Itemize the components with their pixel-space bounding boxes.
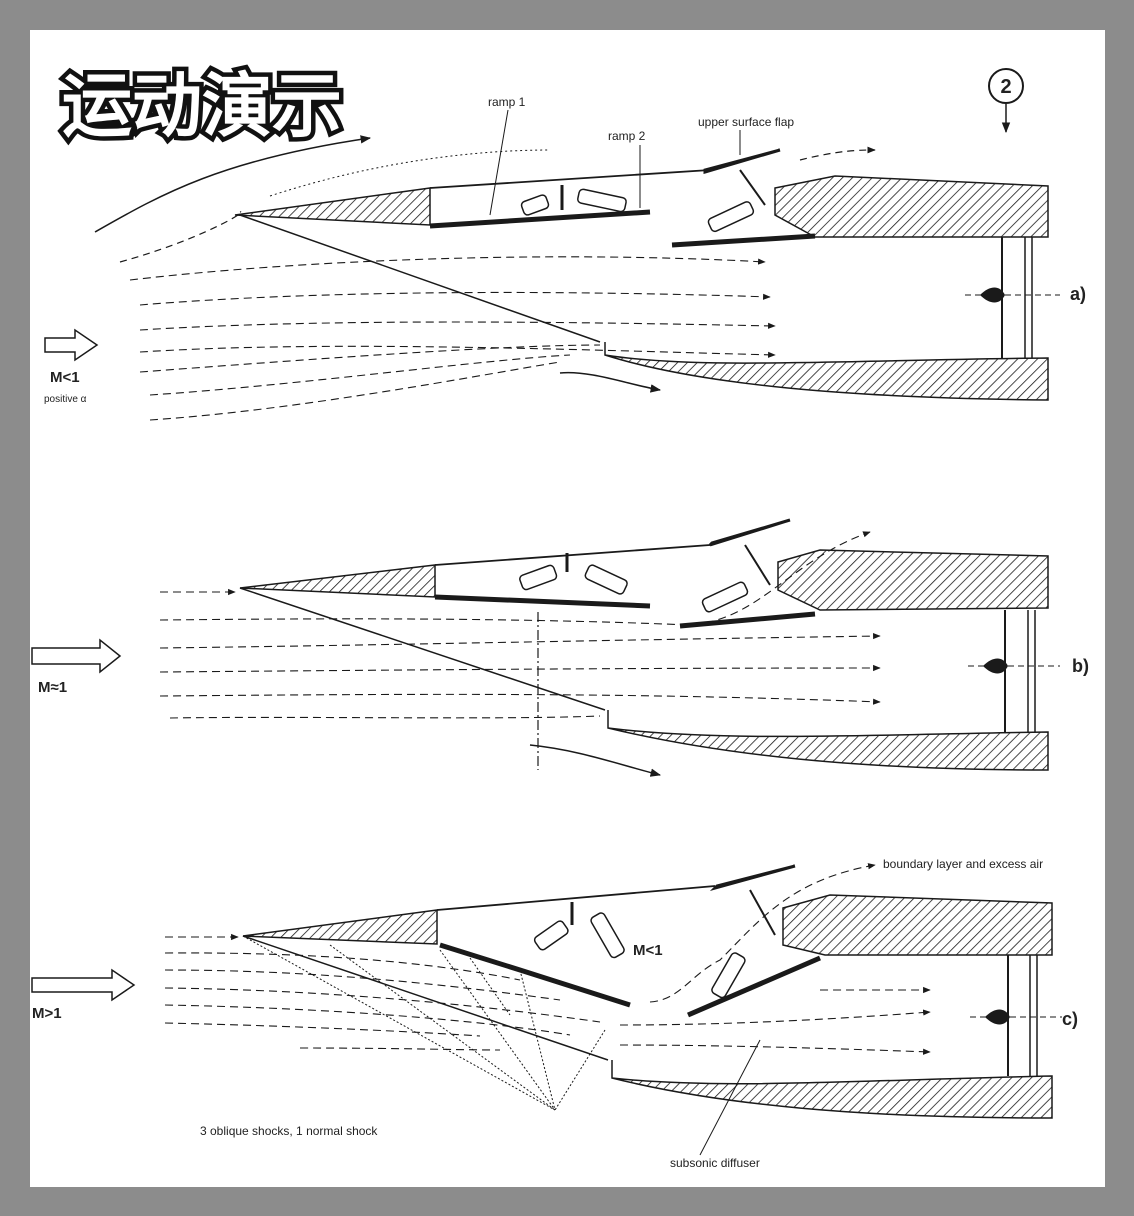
intake-wedge [234, 187, 431, 226]
actuator [577, 188, 627, 213]
duct-upper-wall [774, 175, 1049, 238]
spinner [983, 658, 1008, 674]
intake-wedge [242, 909, 438, 945]
upper-flap-label: upper surface flap [698, 115, 794, 129]
freestream-arrow [31, 638, 122, 674]
panel-a-note: positive α [44, 394, 87, 405]
upper-surface-flap [709, 864, 796, 891]
sheet-number: 2 [1000, 76, 1011, 98]
spinner [980, 287, 1005, 303]
subsonic-diffuser-label: subsonic diffuser [670, 1156, 760, 1170]
ramp-1 [434, 594, 651, 609]
panel-b-mach: M≈1 [38, 679, 67, 696]
panel-b: b) M≈1 [31, 518, 1089, 777]
ramp2-label: ramp 2 [608, 129, 646, 143]
panel-c: c) M>1 M<1 boundary layer and excess air… [31, 857, 1078, 1170]
ramp1-label: ramp 1 [488, 95, 526, 109]
external-flow-arrow [94, 135, 372, 233]
panel-c-tag: c) [1062, 1009, 1078, 1029]
panel-a: ramp 1 ramp 2 upper surface flap a) M<1 … [44, 95, 1086, 421]
lower-flap-plate [687, 955, 821, 1018]
sheet-marker: 2 [988, 68, 1024, 134]
page-title: 运动演示 [62, 65, 342, 147]
intake-wedge [239, 564, 436, 598]
oblique-shocks [242, 935, 606, 1111]
freestream-arrow [31, 968, 136, 1002]
cowl-lower-lip [611, 1060, 1053, 1119]
panel-a-mach: M<1 [50, 369, 80, 386]
ramp-1 [429, 209, 651, 229]
duct-upper-wall [782, 894, 1053, 956]
lower-flap-plate [679, 611, 816, 629]
panel-a-tag: a) [1070, 284, 1086, 304]
shocks-label: 3 oblique shocks, 1 normal shock [200, 1124, 378, 1138]
boundary-layer-label: boundary layer and excess air [883, 857, 1043, 871]
cowl-lower-lip [607, 710, 1049, 771]
freestream-arrow [44, 328, 99, 362]
upper-surface-flap [708, 518, 791, 547]
panel-c-mach: M>1 [32, 1005, 62, 1022]
spinner [985, 1009, 1010, 1025]
lower-flap-plate [671, 233, 816, 248]
cowl-lower-lip [604, 342, 1049, 401]
upper-surface-flap [703, 148, 781, 175]
internal-mach-label: M<1 [633, 942, 663, 959]
duct-upper-wall [777, 549, 1049, 611]
panel-b-tag: b) [1072, 656, 1089, 676]
